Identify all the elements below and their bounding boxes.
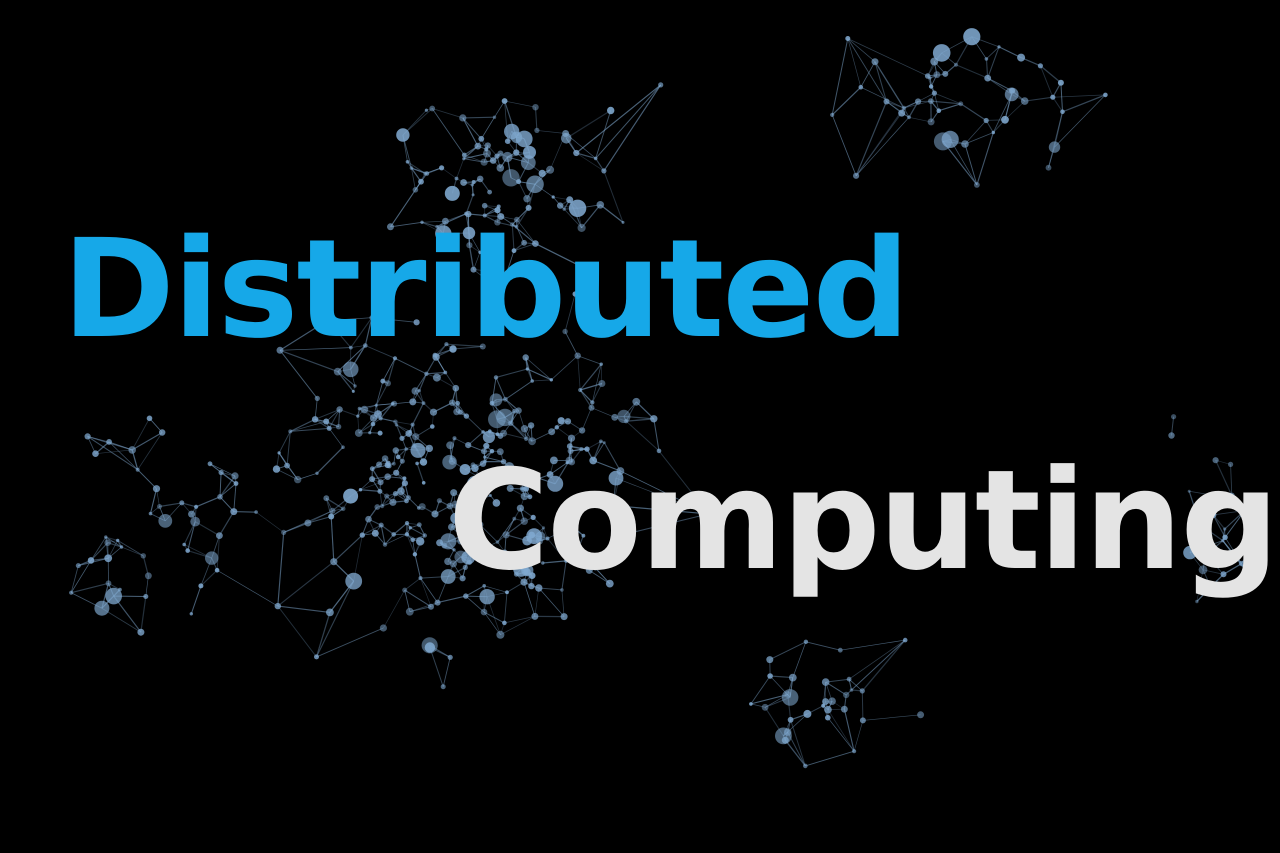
- network-nodes: [69, 28, 1263, 769]
- title-line-distributed: Distributed: [62, 211, 910, 369]
- network-edges: [70, 36, 1257, 767]
- title-line-computing: Computing: [448, 440, 1279, 601]
